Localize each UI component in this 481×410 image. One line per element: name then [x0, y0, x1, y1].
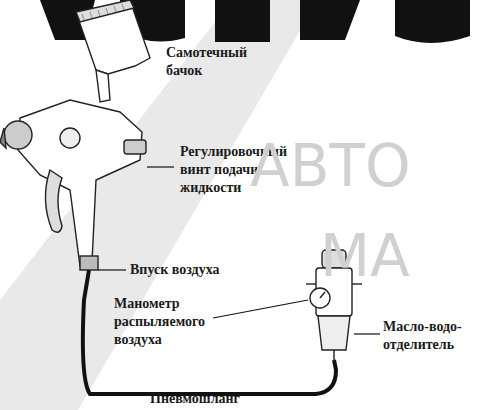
fluid-adjust-screw [124, 140, 146, 154]
air-hose [83, 270, 336, 394]
part-label: Самотечный бачок [166, 44, 258, 80]
watermark: МА [320, 225, 410, 287]
watermark-band [0, 0, 318, 410]
part-label: Масло-водо-отделитель [383, 318, 477, 354]
pressure-gauge [310, 288, 330, 308]
part-label: Манометр распыляемого воздуха [114, 295, 214, 349]
air-inlet [80, 256, 98, 270]
gravity-cup [76, 0, 150, 102]
spray-gun-body [0, 100, 146, 270]
part-label: Впуск воздуха [130, 261, 260, 279]
watermark: АВТО [250, 135, 411, 197]
part-label: Пневмошланг [150, 390, 270, 408]
